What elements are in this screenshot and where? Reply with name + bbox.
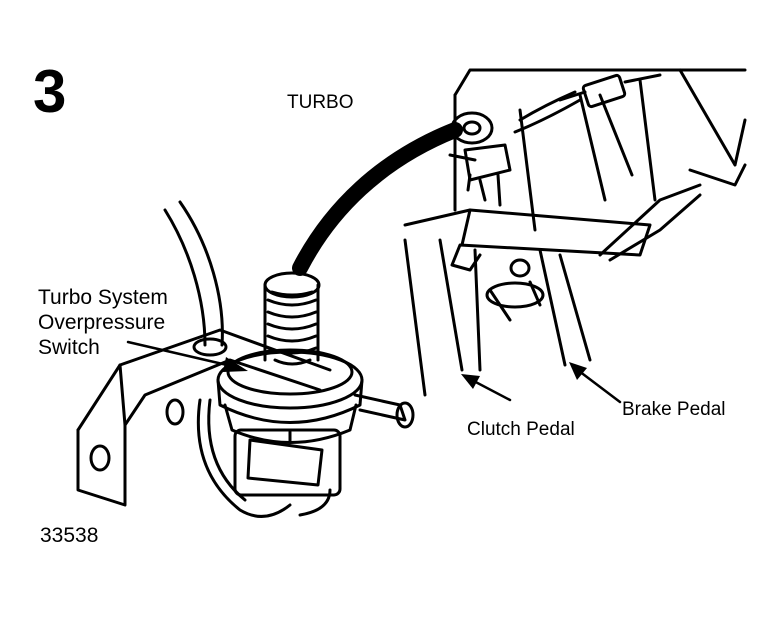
figure-number: 33538 <box>40 524 99 547</box>
pedal-assembly <box>403 68 747 397</box>
overpressure-switch <box>196 271 415 518</box>
figure-heading: TURBO <box>287 92 354 113</box>
clutch-pedal-label: Clutch Pedal <box>467 419 575 440</box>
brake-pedal-label: Brake Pedal <box>622 399 726 420</box>
vacuum-hose <box>292 122 463 276</box>
step-number: 3 <box>33 58 67 125</box>
switch-callout: Turbo System Overpressure Switch <box>38 286 168 359</box>
arrowheads <box>223 357 587 389</box>
left-hose <box>163 200 228 357</box>
